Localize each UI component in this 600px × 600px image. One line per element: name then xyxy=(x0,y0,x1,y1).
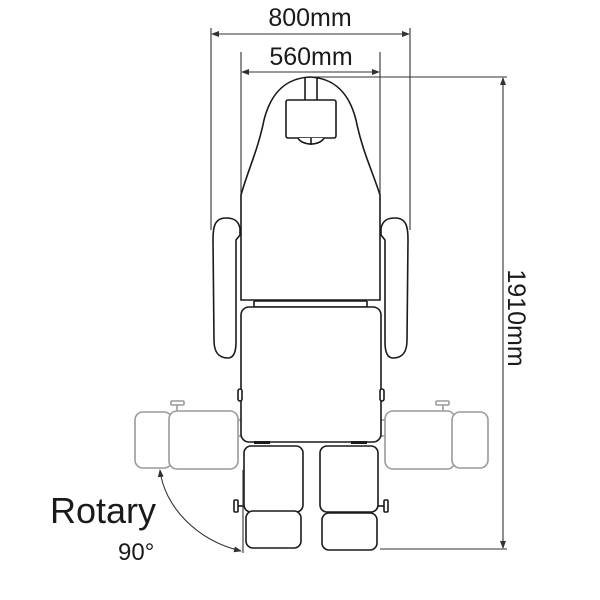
backrest xyxy=(240,76,381,308)
overall-width-label: 800mm xyxy=(268,4,351,32)
rotary-angle-label: 90° xyxy=(118,539,154,566)
dimension-seat-width: 560mm xyxy=(240,43,381,200)
dimension-overall-width: 800mm xyxy=(210,4,411,230)
left-leg-rest-lower xyxy=(245,510,302,549)
left-leg-rest xyxy=(233,445,304,549)
left-armrest xyxy=(212,217,241,359)
headrest xyxy=(285,77,337,145)
rotary-label: Rotary xyxy=(50,490,156,531)
right-armrest xyxy=(380,217,409,359)
seat xyxy=(237,306,385,444)
right-leg-rest-lower xyxy=(321,512,378,551)
seat-width-label: 560mm xyxy=(269,43,352,71)
left-leg-rest-upper xyxy=(243,445,304,513)
dimension-overall-length: 1910mm xyxy=(310,76,530,550)
right-leg-rest-upper xyxy=(319,445,379,513)
right-leg-rest xyxy=(319,445,389,551)
rotation-indicator: Rotary 90° xyxy=(50,469,244,566)
overall-length-label: 1910mm xyxy=(502,269,530,366)
right-leg-rest-rotated xyxy=(379,400,489,470)
left-leg-rest-rotated xyxy=(134,400,244,470)
